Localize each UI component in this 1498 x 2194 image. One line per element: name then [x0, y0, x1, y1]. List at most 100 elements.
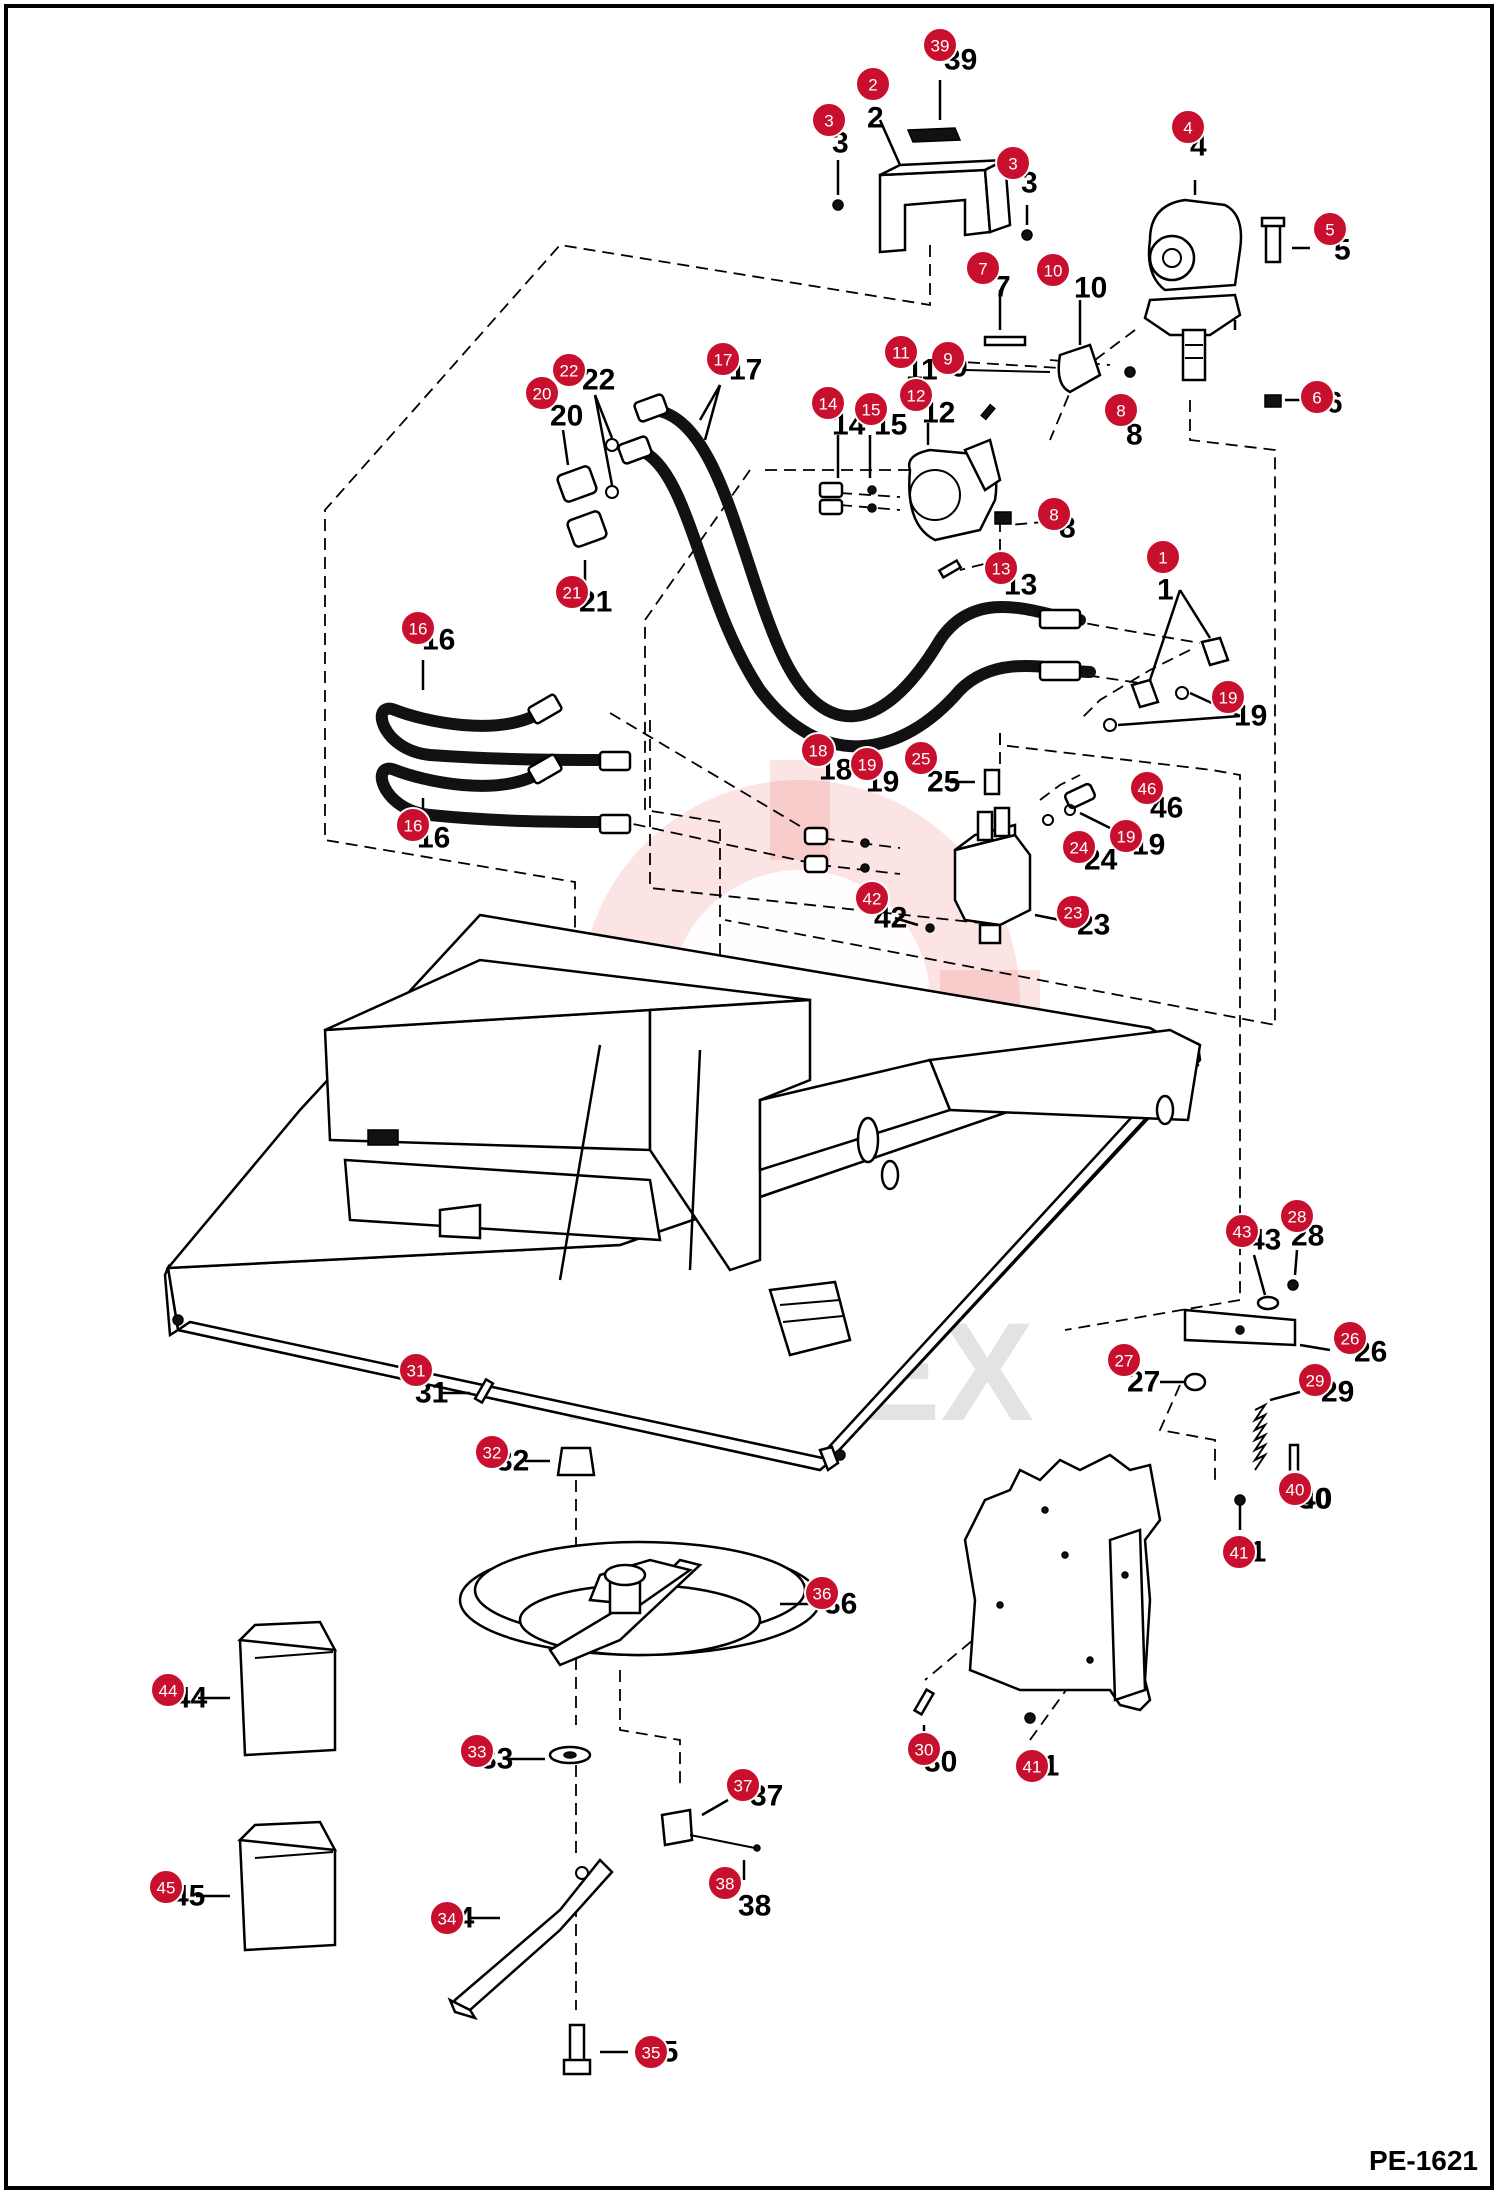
gearbox	[1143, 180, 1243, 382]
callout-number: 8	[1116, 402, 1125, 421]
callout-number: 16	[404, 817, 423, 836]
callout-number: 30	[915, 1741, 934, 1760]
callout-6: 66	[1299, 379, 1343, 420]
washer-33	[506, 1745, 592, 1765]
ref-number-label: 20	[550, 400, 583, 433]
callout-layer: 1122333344556677888899101011111212131314…	[148, 27, 1387, 2070]
callout-number: 27	[1115, 1352, 1134, 1371]
callout-number: 13	[992, 560, 1011, 579]
callout-number: 21	[563, 584, 582, 603]
callout-number: 29	[1306, 1372, 1325, 1391]
callout-circle	[1299, 379, 1335, 415]
callout-circle	[1103, 392, 1139, 428]
spindle-assembly	[458, 1446, 822, 1667]
callout-circle	[1036, 496, 1072, 532]
callout-8: 88	[1103, 392, 1143, 452]
bolt-5	[1260, 216, 1310, 264]
side-bracket	[1160, 1249, 1331, 1530]
callout-circle	[804, 1575, 840, 1611]
callout-number: 22	[560, 362, 579, 381]
callout-number: 15	[862, 401, 881, 420]
callout-circle	[898, 377, 934, 413]
ref-number-label: 38	[738, 1890, 771, 1923]
ref-number-label: 2	[867, 102, 884, 135]
callout-circle	[1279, 1198, 1315, 1234]
ref-number-label: 1	[1157, 574, 1174, 607]
ref-number-label: 7	[994, 271, 1011, 304]
callout-circle	[1014, 1748, 1050, 1784]
kit-45	[196, 1820, 338, 1952]
callout-number: 41	[1230, 1544, 1249, 1563]
callout-number: 19	[1117, 828, 1136, 847]
callout-number: 18	[809, 742, 828, 761]
hydraulic-motor	[907, 438, 1012, 580]
callout-number: 41	[1023, 1758, 1042, 1777]
callout-circle	[398, 1352, 434, 1388]
callout-9: 99	[930, 340, 968, 384]
callout-number: 38	[716, 1875, 735, 1894]
elbow-fittings	[1103, 589, 1241, 732]
callout-circle	[725, 1767, 761, 1803]
callout-circle	[930, 340, 966, 376]
callout-circle	[150, 1672, 186, 1708]
kit-44	[198, 1620, 338, 1757]
callout-circle	[633, 2034, 669, 2070]
callout-number: 12	[907, 387, 926, 406]
deck-cutaway	[912, 1453, 1162, 1735]
callout-circle	[800, 732, 836, 768]
callout-circle	[1221, 1534, 1257, 1570]
drawing-code: PE-1621	[1369, 2145, 1478, 2176]
callout-number: 28	[1288, 1208, 1307, 1227]
callout-number: 34	[438, 1910, 457, 1929]
callout-circle	[906, 1731, 942, 1767]
callout-number: 33	[468, 1743, 487, 1762]
callout-circle	[429, 1900, 465, 1936]
cover	[832, 80, 1033, 254]
bolt-35	[562, 2023, 628, 2076]
callout-number: 23	[1064, 904, 1083, 923]
callout-number: 11	[892, 344, 910, 363]
callout-number: 26	[1341, 1330, 1360, 1349]
callout-number: 7	[978, 260, 987, 279]
callout-circle	[395, 807, 431, 843]
callout-circle	[1312, 211, 1348, 247]
callout-number: 3	[1008, 155, 1017, 174]
callout-35: 3535	[633, 2034, 678, 2070]
callout-circle	[883, 334, 919, 370]
callout-number: 32	[483, 1444, 502, 1463]
bolt-31	[440, 1377, 495, 1405]
motor-fittings	[818, 423, 930, 516]
callout-circle	[853, 391, 889, 427]
nut-37-bolt-38	[660, 1798, 761, 1880]
callout-circle	[1210, 679, 1246, 715]
hoses-17	[617, 384, 1096, 753]
callout-number: 31	[407, 1362, 426, 1381]
callout-number: 44	[159, 1682, 178, 1701]
callout-circle	[459, 1733, 495, 1769]
mower-deck	[163, 913, 1202, 1472]
callout-circle	[810, 385, 846, 421]
